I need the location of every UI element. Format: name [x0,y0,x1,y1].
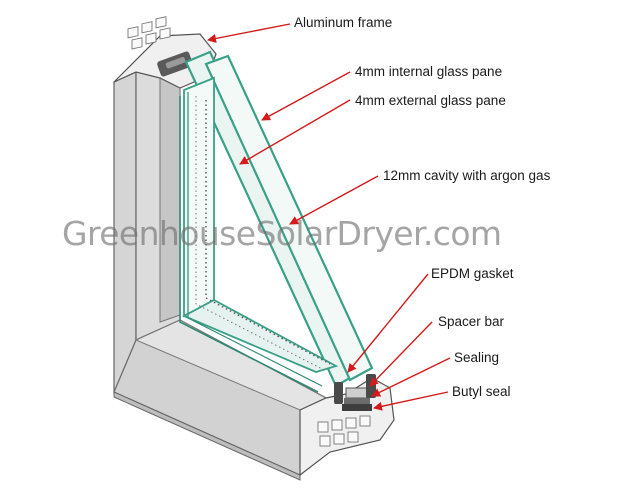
epdm-gasket-left [334,382,343,404]
label-internal-glass-pane: 4mm internal glass pane [355,64,503,79]
arrow-internal-pane [261,71,351,121]
frame-bottom-chambers [317,415,371,447]
label-butyl-seal: Butyl seal [452,384,511,399]
arrow-sealing [371,357,451,397]
label-epdm-gasket: EPDM gasket [431,266,514,281]
arrow-spacer-bar [369,321,433,387]
frame-bottom-edge-face [113,391,301,481]
arrow-epdm-gasket [347,273,429,373]
glass-bottom-sight-edge [181,298,339,373]
cavity-dotted-line [205,100,331,365]
glass-unit [179,50,376,411]
label-sealing: Sealing [454,350,500,365]
frame-top-chambers [127,16,171,50]
label-spacer-bar: Spacer bar [438,314,505,329]
aluminum-frame [113,16,395,481]
label-cavity-argon-gas: 12mm cavity with argon gas [383,168,551,183]
cavity-dotted-line-inner [195,96,325,371]
butyl-seal [342,404,372,411]
glass-frame-edge-2 [187,92,323,387]
internal-glass-pane [204,54,374,382]
arrow-aluminum-frame [207,23,291,43]
label-aluminum-frame: Aluminum frame [294,15,393,30]
watermark-text: GreenhouseSolarDryer.com [62,214,502,253]
arrow-butyl-seal [373,391,449,411]
glass-frame-edge [179,96,319,393]
frame-top-seal [157,51,193,77]
label-external-glass-pane: 4mm external glass pane [355,93,506,108]
spacer-bar [345,387,369,399]
leader-arrows [207,23,451,411]
arrow-external-pane [239,99,351,165]
sealing-layer [344,398,370,404]
frame-left-inner-bevel [159,67,181,323]
arrow-cavity [289,175,379,225]
